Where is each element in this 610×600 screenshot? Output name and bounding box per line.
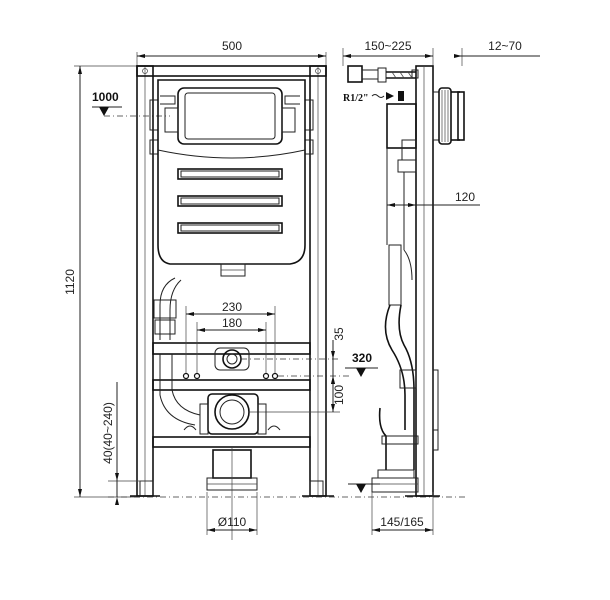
width-label: 500 — [222, 39, 242, 53]
flush-connector — [182, 347, 350, 380]
spacing-180-label: 180 — [222, 316, 242, 330]
bend-side — [371, 304, 439, 493]
diameter-label: Ø110 — [218, 515, 247, 529]
flush-plate-side — [432, 87, 465, 145]
side-frame — [405, 65, 440, 497]
frame — [130, 65, 334, 497]
level-320-label: 320 — [352, 351, 372, 365]
waste-outlet — [183, 393, 281, 540]
offset-120-label: 120 — [455, 190, 475, 204]
level-1000: 1000 — [92, 90, 170, 117]
level-1000-label: 1000 — [92, 90, 119, 104]
side-40-label: 40(40~240) — [101, 402, 115, 464]
dim-button: 12~70 — [454, 39, 540, 66]
cistern — [157, 79, 306, 277]
thread-label: R1/2" — [343, 93, 369, 104]
spacing-230-label: 230 — [222, 300, 242, 314]
dim-100: 100 — [250, 376, 346, 413]
dim-depth: 150~225 — [342, 39, 434, 66]
cistern-side — [386, 103, 417, 306]
dim-diameter: Ø110 — [206, 492, 258, 535]
front-view: 500 1120 1000 — [63, 39, 465, 540]
button-range-label: 12~70 — [488, 39, 522, 53]
dim-35-320: 35 320 — [331, 327, 378, 384]
dim-pipe-spacing: 230 180 — [185, 300, 276, 376]
level-zero — [348, 483, 380, 493]
offset-35-label: 35 — [332, 327, 346, 341]
side-view: 150~225 12~70 R1/2" — [342, 39, 540, 535]
dim-120: 120 — [387, 190, 480, 207]
dim-height: 1120 — [63, 65, 140, 498]
supply-hose — [153, 277, 201, 426]
height-label: 1120 — [63, 269, 77, 295]
dim-width: 500 — [136, 39, 327, 68]
bottom-range-label: 145/165 — [380, 515, 424, 529]
depth-label: 150~225 — [364, 39, 411, 53]
supply-valve: R1/2" — [343, 65, 416, 104]
drop-100-label: 100 — [332, 385, 346, 405]
dim-40: 40(40~240) — [101, 382, 150, 505]
dim-bottom: 145/165 — [371, 492, 434, 535]
